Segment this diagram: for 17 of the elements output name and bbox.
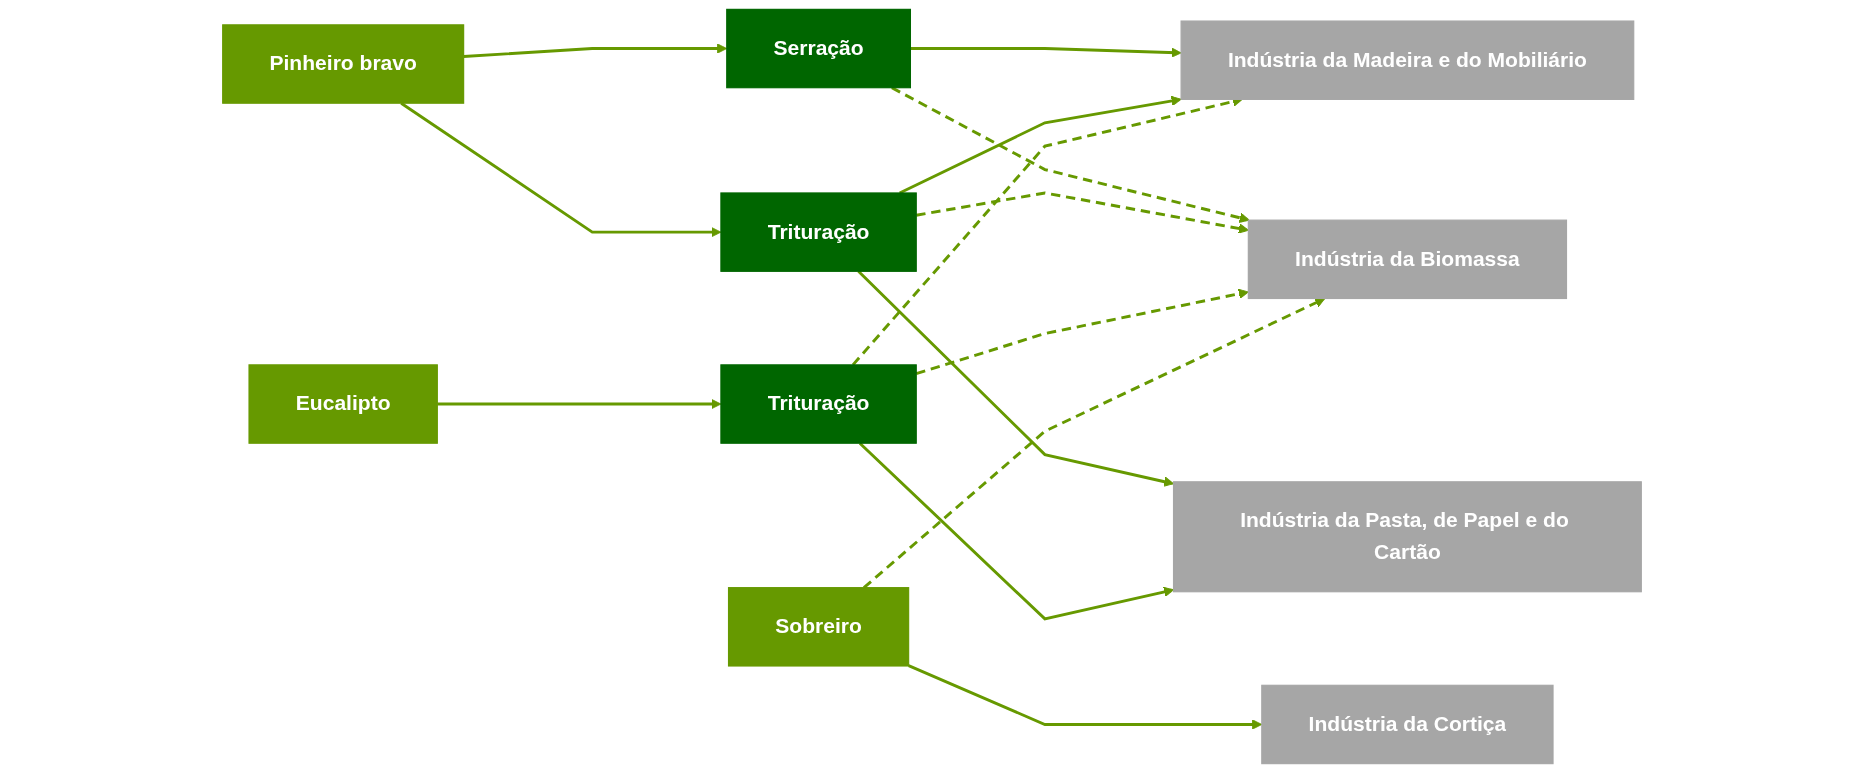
arrow <box>857 270 1174 487</box>
node-box: Indústria da Madeira e do Mobiliário <box>1180 20 1635 100</box>
arrow <box>891 86 1250 223</box>
node-box: Serração <box>726 8 911 89</box>
node-box: Eucalipto <box>248 364 438 444</box>
arrow <box>910 47 1182 58</box>
node-box: Indústria da Pasta, de Papel e do Cartão <box>1172 481 1642 593</box>
node-box: Indústria da Biomassa <box>1247 219 1568 300</box>
arrow <box>851 96 1243 366</box>
arrow <box>916 191 1249 234</box>
node-box: Trituração <box>720 364 917 444</box>
arrow <box>862 297 1326 589</box>
node-box: Sobreiro <box>727 587 910 667</box>
node-box: Indústria da Cortiça <box>1261 684 1554 765</box>
node-box: Trituração <box>720 192 917 272</box>
arrow <box>858 442 1174 621</box>
node-box: Pinheiro bravo <box>222 24 465 104</box>
